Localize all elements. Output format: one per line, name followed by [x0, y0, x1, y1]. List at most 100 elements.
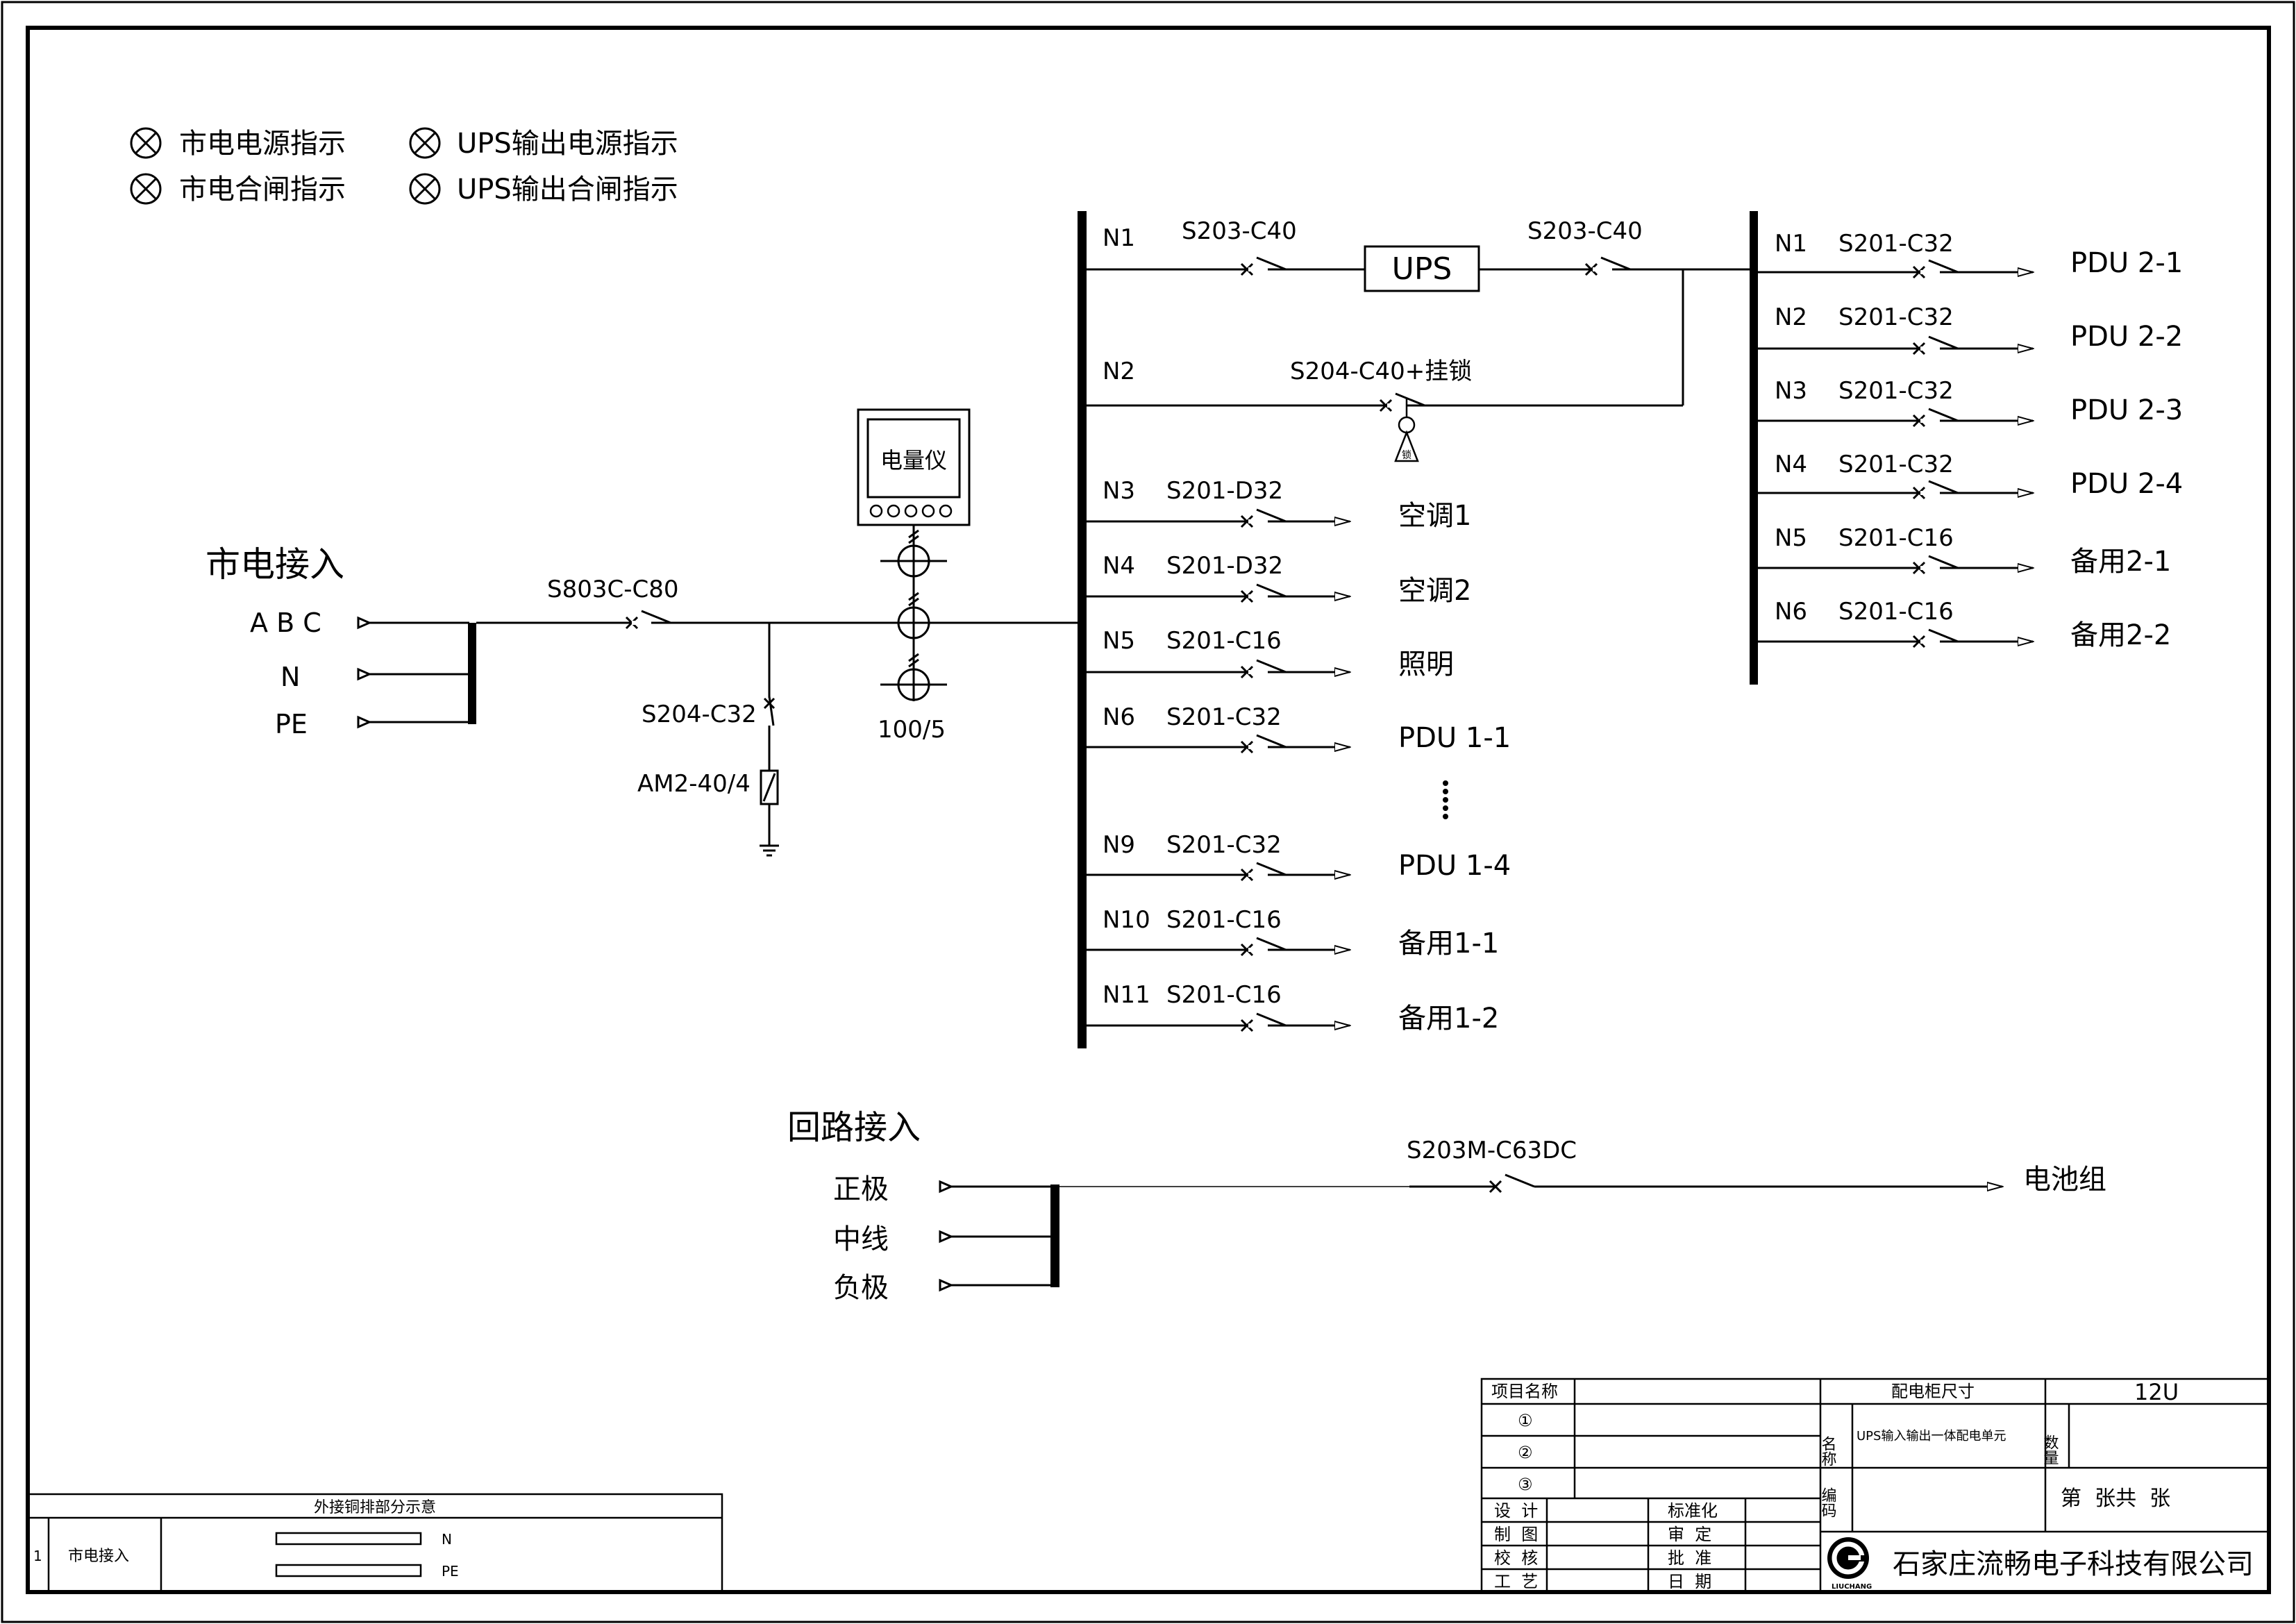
load-label: 备用2-2 [2070, 619, 2171, 651]
spd-branch [760, 623, 779, 857]
input-label-abc: A B C [250, 608, 321, 638]
copper-bar-label: PE [442, 1563, 459, 1580]
mains-input: 市电接入 A B C N PE S803C-C80 [206, 408, 1083, 857]
breaker-symbol [1240, 862, 1287, 882]
meter-label: 电量仪 [880, 447, 947, 474]
breaker-label: S201-C32 [1838, 230, 1954, 258]
load-label: 空调1 [1398, 500, 1471, 532]
current-transformers [880, 525, 947, 701]
sign-label: 标准化 [1668, 1501, 1718, 1521]
load-label: PDU 2-3 [2070, 394, 2183, 426]
copper-bar-table: 外接铜排部分示意 1 市电接入 N PE [26, 1493, 723, 1593]
cabinet-size-value: 12U [2134, 1379, 2179, 1405]
dc-breaker-label: S203M-C63DC [1407, 1137, 1577, 1164]
breaker-symbol [1240, 734, 1287, 754]
load-label: PDU 1-4 [1398, 850, 1511, 882]
dc-title: 回路接入 [787, 1108, 921, 1147]
busbar-2 [1750, 211, 1758, 685]
breaker-label: S201-C16 [1838, 524, 1954, 552]
mains-title: 市电接入 [206, 544, 344, 585]
indicator-lamp-icon [130, 127, 162, 159]
breaker-label: S201-C16 [1166, 906, 1282, 934]
breaker-symbol [1912, 480, 1959, 500]
legend-label: 市电合闸指示 [179, 174, 346, 206]
project-label: 项目名称 [1491, 1382, 1558, 1401]
indicator-lamp-icon [130, 173, 162, 205]
circuit-id: N3 [1103, 477, 1135, 505]
breaker-label: S201-D32 [1166, 552, 1283, 580]
breaker-symbol [1912, 555, 1959, 575]
code-label: 编码 [1819, 1487, 1837, 1518]
copper-bar-n [275, 1532, 422, 1546]
legend-label: UPS输出合闸指示 [457, 174, 678, 206]
breaker-symbol [1912, 335, 1959, 355]
breaker-symbol [1240, 659, 1287, 679]
ups-unit: UPS [1364, 245, 1480, 292]
sign-label: 校 核 [1494, 1548, 1538, 1568]
circuit-id: N11 [1103, 981, 1150, 1009]
dc-input-label: 正极 [833, 1173, 889, 1205]
breaker-label: S201-C32 [1166, 703, 1282, 731]
copper-row-no: 1 [33, 1548, 42, 1564]
bus-1: UPS 锁 S203-C40 S203-C40 S204-C40+挂锁 N1 N… [1078, 211, 1752, 1048]
load-label: 备用1-2 [1398, 1003, 1499, 1035]
cabinet-size-label: 配电柜尺寸 [1891, 1382, 1975, 1401]
lock-mark: 锁 [1402, 450, 1411, 461]
main-breaker [625, 610, 671, 630]
breaker-symbol [1912, 259, 1959, 279]
dc-input-label: 负极 [833, 1272, 889, 1304]
load-label: PDU 2-1 [2070, 247, 2183, 279]
legend-label: UPS输出电源指示 [457, 128, 678, 160]
mains-busbar [468, 623, 476, 724]
copper-bar-label: N [442, 1531, 452, 1548]
breaker-symbol [1240, 508, 1287, 528]
company-logo-icon: LIUCHANG [1827, 1537, 1872, 1591]
breaker-symbol [1240, 937, 1287, 957]
inner-frame [26, 26, 2271, 1594]
breaker-symbol [1912, 628, 1959, 648]
breaker-symbol [1912, 408, 1959, 428]
spd-label: AM2-40/4 [637, 770, 751, 798]
load-label: PDU 1-1 [1398, 722, 1511, 754]
logo-text: LIUCHANG [1832, 1583, 1872, 1591]
dc-input-label: 中线 [833, 1223, 889, 1255]
load-label: PDU 2-4 [2070, 468, 2183, 500]
breaker-label: S201-C16 [1166, 627, 1282, 655]
bus-2: N1 N2 N3 N4 N5 N6 S201-C32 S201-C32 S201… [1750, 211, 2183, 685]
circuit-id: N4 [1103, 552, 1135, 580]
ups-in-breaker-label: S203-C40 [1182, 217, 1297, 245]
qty-label: 数量 [2041, 1434, 2059, 1465]
name-label: 名称 [1819, 1436, 1837, 1466]
bus2-breakers [1912, 259, 1959, 648]
load-label: 照明 [1398, 648, 1454, 680]
circuit-id: N6 [1103, 703, 1135, 731]
sign-label: 审 定 [1668, 1525, 1711, 1544]
circuit-id: N4 [1775, 451, 1807, 478]
input-label-pe: PE [275, 709, 308, 739]
circuit-id: N2 [1103, 358, 1135, 385]
bypass-breaker-label: S204-C40+挂锁 [1290, 358, 1472, 385]
indicator-lamp-icon [409, 173, 441, 205]
breaker-label: S201-D32 [1166, 477, 1283, 505]
continuation-dots [1443, 780, 1448, 819]
circuit-id: N5 [1103, 627, 1135, 655]
circuit-id: N5 [1775, 524, 1807, 552]
sheet-count: 第 张共 张 [2061, 1487, 2170, 1511]
bus1-breakers [1240, 256, 1631, 1032]
breaker-symbol [1379, 392, 1425, 412]
row-marker: ③ [1518, 1475, 1533, 1494]
breaker-label: S201-C32 [1838, 377, 1954, 405]
circuit-id: N1 [1103, 224, 1135, 252]
title-block: 项目名称 ① ② ③ 配电柜尺寸 12U 名称 UPS输入输出一体配电单元 数量… [1480, 1378, 2270, 1593]
dc-load-label: 电池组 [2023, 1164, 2106, 1196]
breaker-label: S201-C16 [1166, 981, 1282, 1009]
copper-row-name: 市电接入 [68, 1548, 129, 1565]
input-label-n: N [280, 662, 300, 692]
indicator-lamp-icon [409, 127, 441, 159]
ct-ratio-label: 100/5 [878, 716, 946, 744]
breaker-label: S201-C32 [1838, 303, 1954, 331]
sign-label: 制 图 [1494, 1525, 1538, 1544]
sign-label: 批 准 [1668, 1548, 1711, 1568]
